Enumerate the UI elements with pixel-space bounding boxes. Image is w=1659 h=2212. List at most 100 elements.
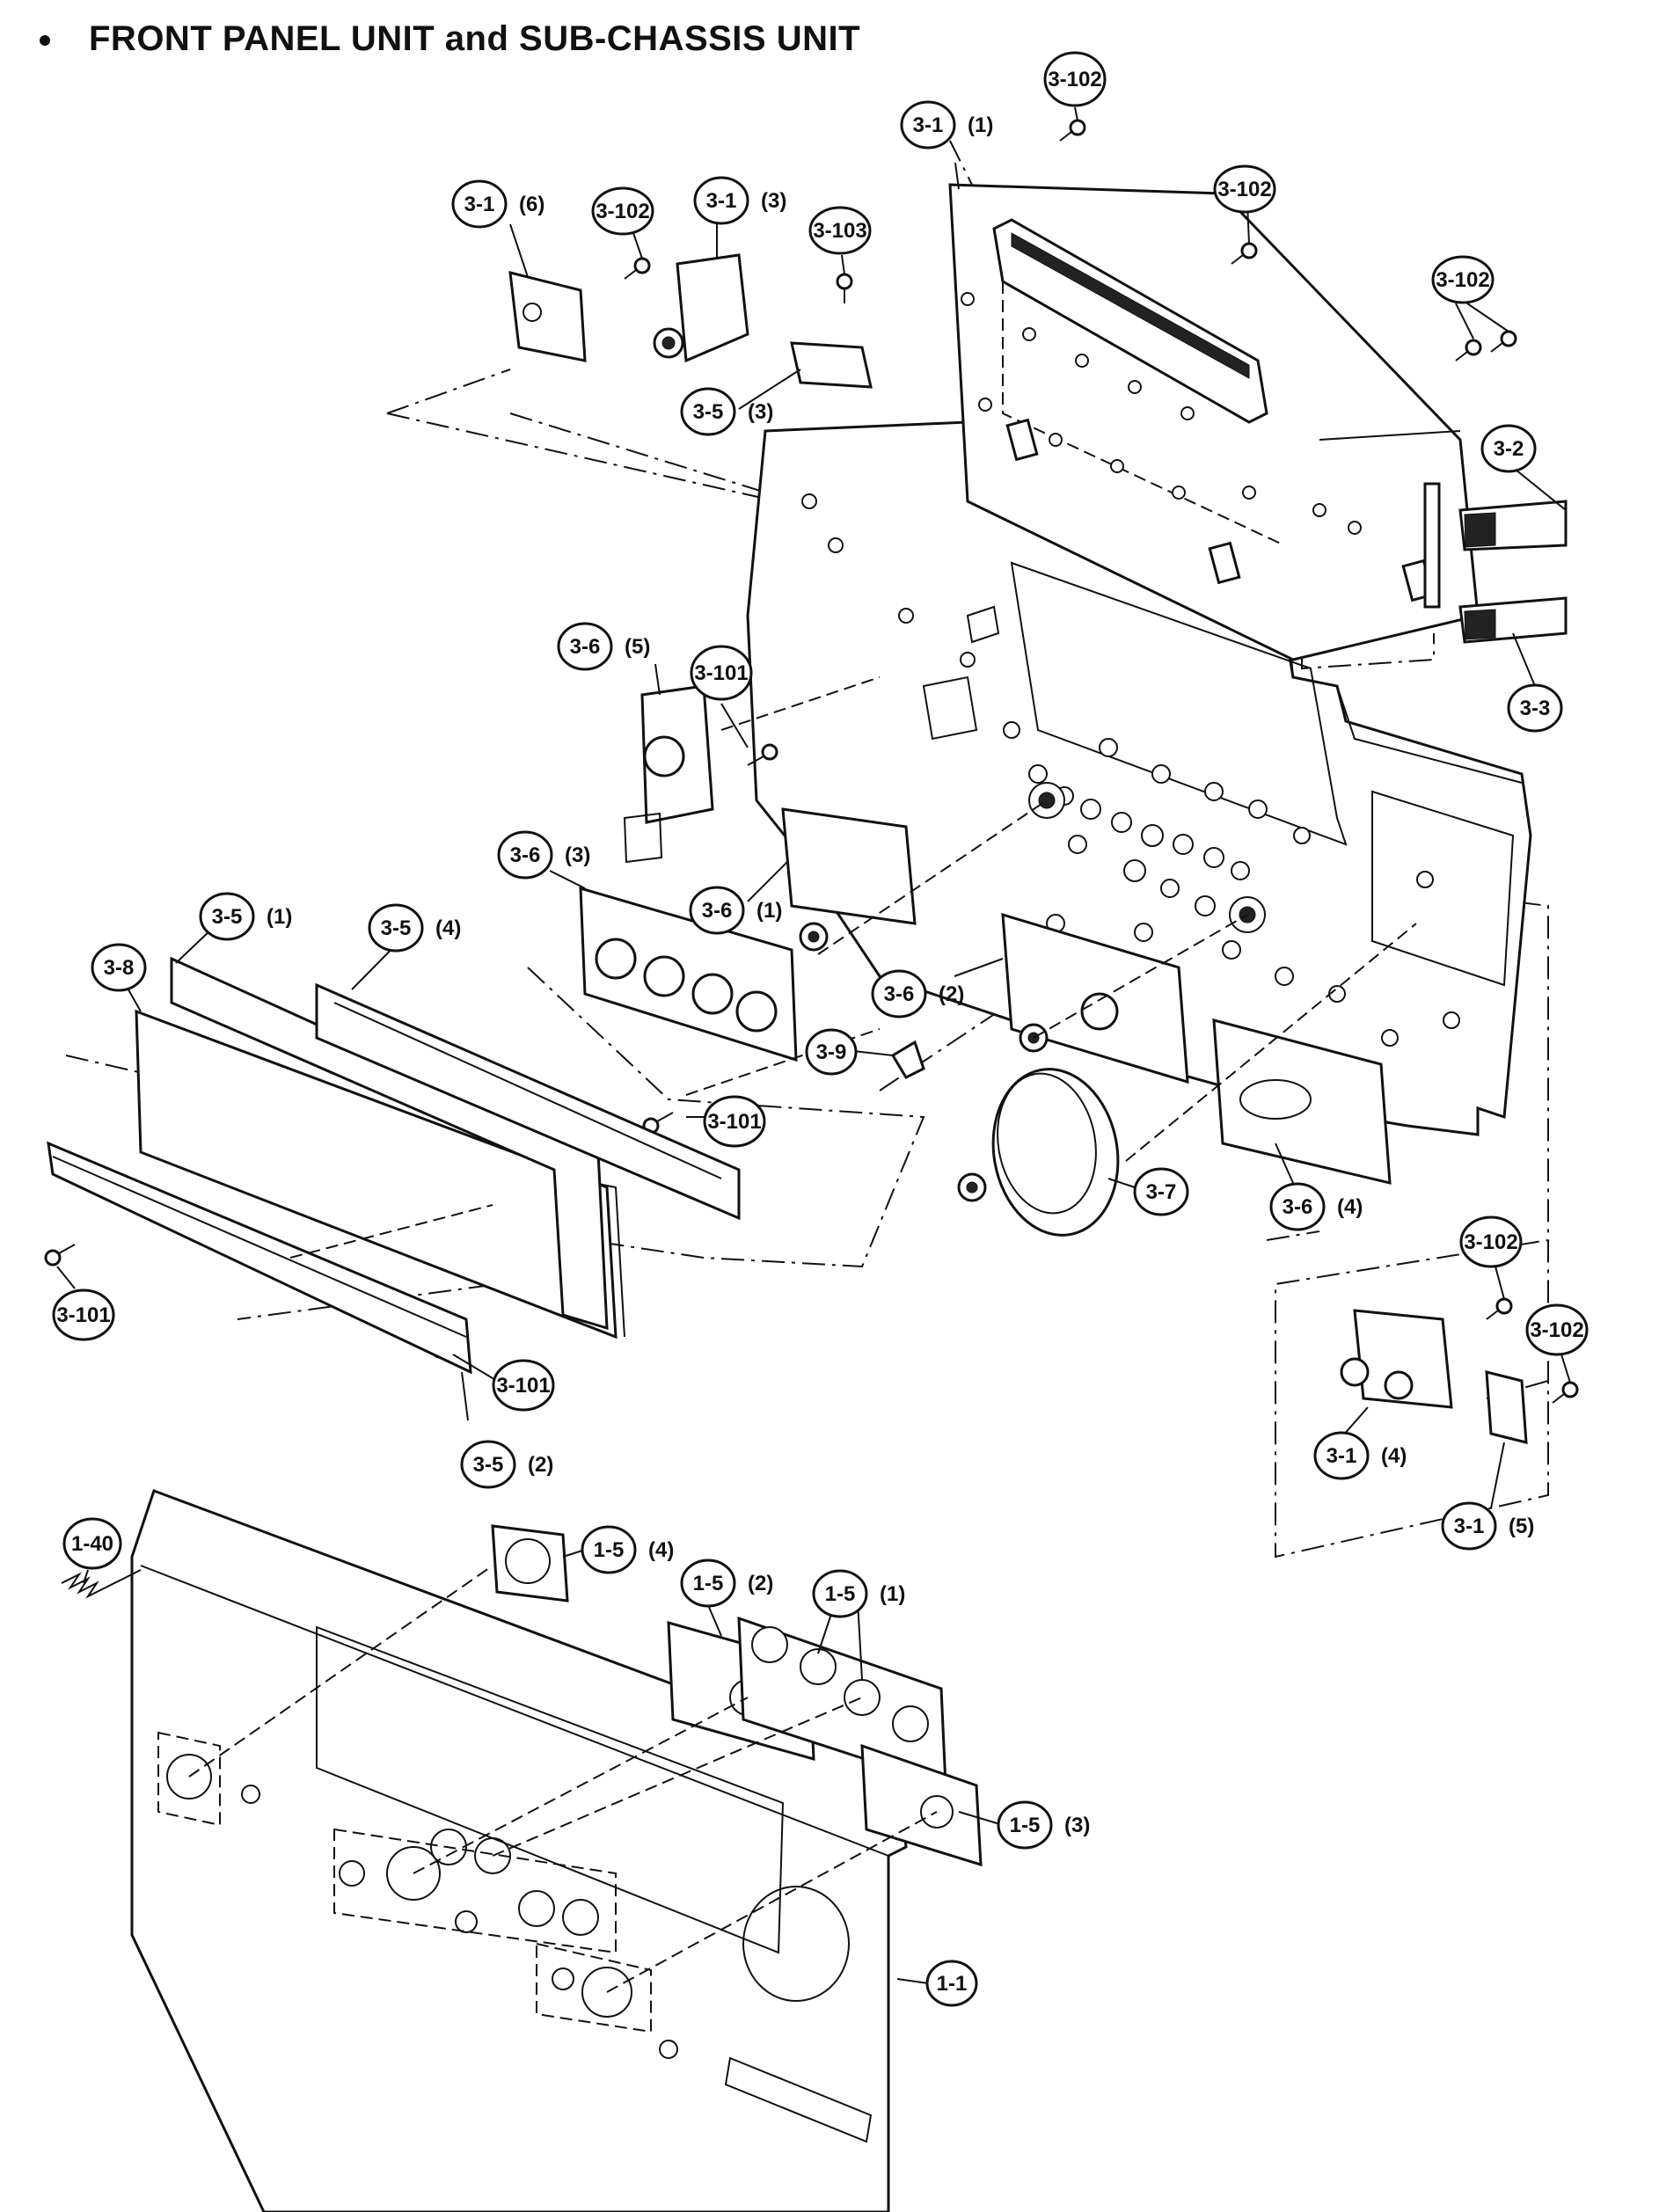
svg-text:3-1: 3-1 xyxy=(464,193,495,216)
assembly-3-6-2 xyxy=(1001,912,1189,1084)
svg-text:3-5: 3-5 xyxy=(693,400,724,424)
svg-text:(3): (3) xyxy=(565,843,590,867)
svg-text:3-9: 3-9 xyxy=(816,1040,847,1064)
bullet-icon xyxy=(40,35,50,47)
svg-text:3-5: 3-5 xyxy=(381,916,412,940)
assembly-3-6-1 xyxy=(781,807,917,952)
svg-text:(6): (6) xyxy=(519,193,544,216)
svg-text:(1): (1) xyxy=(267,905,292,929)
callout-1-5-2: 1-5 (2) xyxy=(680,1559,773,1608)
callout-3-3: 3-3 xyxy=(1507,683,1563,733)
callout-3-5-3: 3-5 (3) xyxy=(680,387,773,436)
assembly-3-6-5 xyxy=(623,684,714,864)
svg-text:3-8: 3-8 xyxy=(104,956,135,980)
callout-3-5-4: 3-5 (4) xyxy=(368,903,461,953)
knob-3-7 xyxy=(957,1068,1120,1237)
svg-text:3-1: 3-1 xyxy=(706,189,737,213)
callout-3-6-3: 3-6 (3) xyxy=(497,830,590,880)
svg-text:3-102: 3-102 xyxy=(1217,178,1271,201)
svg-text:3-6: 3-6 xyxy=(702,899,733,923)
callout-3-103: 3-103 xyxy=(808,206,872,255)
svg-text:3-5: 3-5 xyxy=(473,1453,504,1477)
svg-text:(3): (3) xyxy=(1064,1814,1090,1837)
callout-3-7: 3-7 xyxy=(1133,1167,1189,1216)
callout-3-1-5: 3-1 (5) xyxy=(1441,1501,1534,1551)
callout-3-5-1: 3-5 (1) xyxy=(199,892,292,941)
svg-text:3-102: 3-102 xyxy=(1436,268,1489,292)
part-3-9 xyxy=(890,1040,925,1079)
callout-1-1: 1-1 xyxy=(925,1960,978,2007)
svg-text:1-40: 1-40 xyxy=(71,1532,113,1556)
callout-3-6-4: 3-6 (4) xyxy=(1269,1182,1363,1231)
svg-text:1-5: 1-5 xyxy=(1010,1814,1041,1837)
svg-text:1-1: 1-1 xyxy=(937,1972,968,1996)
main-pcb xyxy=(948,183,1480,661)
svg-text:3-101: 3-101 xyxy=(707,1110,761,1134)
pcb-3-1-4 xyxy=(1340,1309,1453,1409)
svg-text:3-6: 3-6 xyxy=(510,843,541,867)
callout-3-1-1: 3-1 (1) xyxy=(900,100,993,150)
front-panel-1-1 xyxy=(130,1489,908,2212)
callout-1-5-1: 1-5 (1) xyxy=(812,1569,905,1618)
callout-3-101-a: 3-101 xyxy=(690,645,753,701)
diagram-title-text: FRONT PANEL UNIT and SUB-CHASSIS UNIT xyxy=(89,19,861,58)
callout-3-2: 3-2 xyxy=(1480,424,1537,473)
svg-text:(3): (3) xyxy=(761,189,786,213)
bracket-3-5-3 xyxy=(790,341,873,389)
svg-text:1-5: 1-5 xyxy=(693,1572,724,1595)
callout-3-102-d: 3-102 xyxy=(591,186,654,236)
svg-text:(4): (4) xyxy=(435,916,461,940)
svg-text:3-6: 3-6 xyxy=(570,635,601,659)
callout-3-102-c: 3-102 xyxy=(1431,255,1495,304)
callout-3-102-f: 3-102 xyxy=(1525,1303,1589,1356)
svg-text:3-102: 3-102 xyxy=(1530,1318,1583,1342)
assembly-dashed-lines xyxy=(188,676,1417,1993)
svg-text:3-101: 3-101 xyxy=(496,1374,550,1398)
callout-3-9: 3-9 xyxy=(805,1028,858,1076)
svg-text:3-102: 3-102 xyxy=(596,200,649,223)
svg-text:3-102: 3-102 xyxy=(1048,68,1101,91)
part-1-5-1 xyxy=(737,1616,947,1788)
connector-3-3 xyxy=(1458,596,1568,644)
connector-3-2 xyxy=(1458,500,1568,551)
callout-1-5-4: 1-5 (4) xyxy=(581,1525,674,1574)
svg-text:3-6: 3-6 xyxy=(884,982,915,1006)
svg-text:(1): (1) xyxy=(756,899,782,923)
callout-3-102-e: 3-102 xyxy=(1459,1216,1523,1268)
pcb-holes xyxy=(961,292,1362,535)
svg-text:3-6: 3-6 xyxy=(1283,1195,1313,1219)
callout-3-6-1: 3-6 (1) xyxy=(689,886,782,935)
callout-1-40: 1-40 xyxy=(62,1517,122,1570)
svg-text:(3): (3) xyxy=(748,400,773,424)
pcb-3-1-6 xyxy=(508,271,587,362)
callout-3-101-d: 3-101 xyxy=(492,1359,555,1412)
pcb-3-1-5 xyxy=(1485,1370,1528,1444)
svg-text:3-1: 3-1 xyxy=(913,113,944,137)
callout-3-8: 3-8 xyxy=(91,943,147,992)
svg-text:(2): (2) xyxy=(939,982,964,1006)
svg-text:3-103: 3-103 xyxy=(813,219,866,243)
svg-text:(4): (4) xyxy=(1337,1195,1363,1219)
svg-text:(1): (1) xyxy=(880,1582,905,1606)
spring-1-40 xyxy=(61,1569,142,1599)
svg-text:3-3: 3-3 xyxy=(1520,697,1551,720)
pcb-3-1-3 xyxy=(653,253,749,363)
callout-labels: 3-1 (1) 3-102 3-102 3-102 3-1 (6) 3-102 xyxy=(52,51,1589,2007)
svg-text:3-5: 3-5 xyxy=(212,905,243,929)
svg-text:1-5: 1-5 xyxy=(594,1538,625,1562)
svg-text:3-2: 3-2 xyxy=(1494,437,1524,461)
callout-3-6-5: 3-6 (5) xyxy=(557,622,650,671)
part-1-5-4 xyxy=(491,1524,569,1602)
svg-text:3-101: 3-101 xyxy=(694,661,748,685)
svg-text:(1): (1) xyxy=(968,113,993,137)
callout-3-101-b: 3-101 xyxy=(703,1095,766,1148)
callout-3-1-4: 3-1 (4) xyxy=(1313,1431,1407,1480)
svg-text:3-102: 3-102 xyxy=(1464,1230,1517,1254)
callout-3-6-2: 3-6 (2) xyxy=(871,969,964,1018)
svg-text:3-1: 3-1 xyxy=(1326,1444,1357,1468)
bracket-3-5-2 xyxy=(47,1141,472,1375)
callout-3-102-top: 3-102 xyxy=(1043,51,1107,107)
assembly-3-6-4 xyxy=(1212,1018,1392,1185)
svg-text:(2): (2) xyxy=(528,1453,553,1477)
